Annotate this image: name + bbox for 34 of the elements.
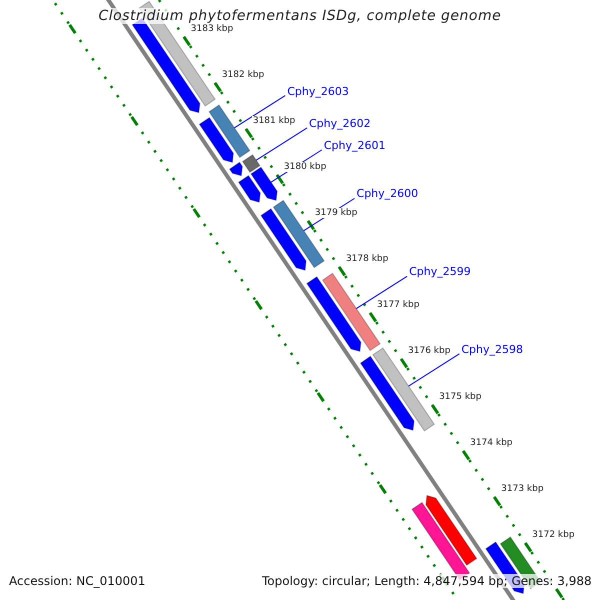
gene-segment [372,347,435,432]
gene-segment [425,494,478,566]
leader-line [408,353,460,387]
gene-label: Cphy_2602 [308,116,371,130]
gene-segment [306,276,362,352]
scale-label: 3172 kbp [531,530,576,540]
gene-segment [242,154,261,173]
scale-label: 3176 kbp [407,346,452,356]
genome-info-text: Topology: circular; Length: 4,847,594 bp; Genes: 3,988 [262,574,592,588]
scale-label: 3182 kbp [220,70,266,80]
scale-label: 3180 kbp [282,162,328,172]
scale-label: 3175 kbp [438,392,482,402]
scale-label: 3177 kbp [376,300,420,310]
scale-label: 3174 kbp [469,438,514,448]
gene-label: Cphy_2600 [356,187,418,200]
gene-segment [260,208,307,271]
accession-text: Accession: NC_010001 [9,574,146,588]
scale-label: 3181 kbp [252,116,296,126]
leader-line [356,276,408,310]
leader-line [234,95,286,128]
gene-segment [198,116,234,164]
scale-label: 3178 kbp [344,254,390,264]
scale-label: 3179 kbp [314,208,358,218]
gene-label: Cphy_2599 [409,265,471,278]
scale-label: 3173 kbp [500,484,545,494]
gene-segment [360,356,415,431]
scale-label: 3183 kbp [190,24,234,34]
gene-label: Cphy_2601 [324,138,386,152]
gene-segment [208,104,250,158]
gene-segment [238,174,261,203]
gene-label: Cphy_2603 [287,84,349,98]
gene-label: Cphy_2598 [461,342,524,356]
gene-segment [228,162,243,176]
gene-segment [250,166,278,202]
